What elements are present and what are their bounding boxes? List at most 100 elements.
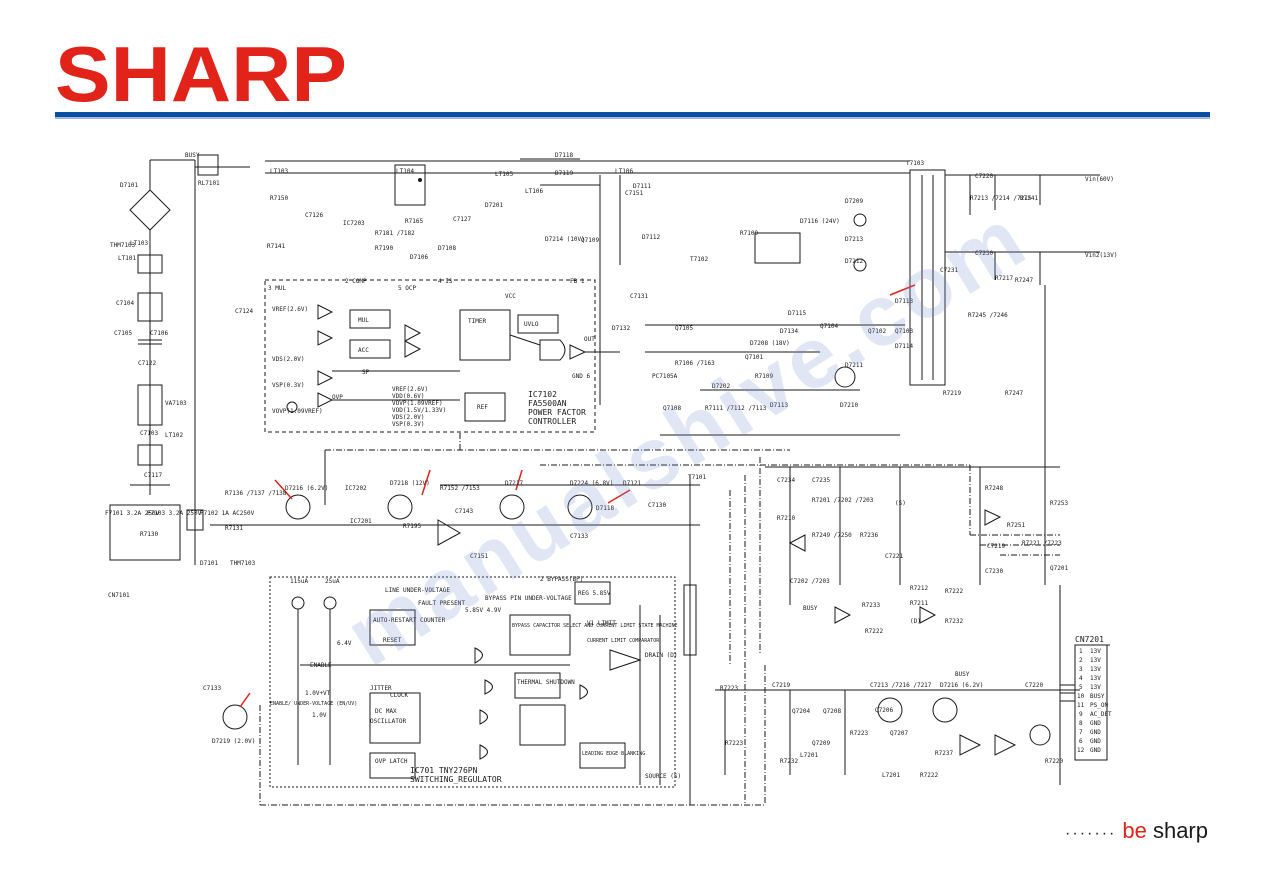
label-r7233: Q7206 xyxy=(875,707,893,714)
q7116-symbol xyxy=(853,213,867,227)
ic7102-ref-4: VOD(1.5V/1.33V) xyxy=(392,407,446,414)
label-r7190: D7116 (24V) xyxy=(800,218,840,225)
ic701-jitter: JITTER xyxy=(370,685,392,692)
label-c7219: R7219 xyxy=(943,390,961,397)
ic7102-mul-block: MUL xyxy=(358,317,369,324)
cn7201-pin-label: 13V xyxy=(1090,648,1101,655)
oscillator-box xyxy=(369,692,421,744)
label-t7102: T7102 xyxy=(690,256,708,263)
ic7102-vref: VREF(2.6V) xyxy=(272,306,308,313)
pc7101b-transistor xyxy=(932,697,958,723)
label-r7136: D7111 xyxy=(633,183,651,190)
label-r7109: R7131 xyxy=(225,525,243,532)
pc7103a-led xyxy=(984,509,1002,526)
red-arrow-pc7104b xyxy=(239,692,251,708)
ic701-clock: CLOCK xyxy=(390,692,408,699)
cn7201-pin-num: 7 xyxy=(1079,729,1083,736)
label-r7237: Q7208 xyxy=(823,708,841,715)
ic7102-acc-block: ACC xyxy=(358,347,369,354)
header-rule-light xyxy=(55,117,1210,119)
label-r7181: D7115 xyxy=(788,310,806,317)
label-q7104: IC7203 xyxy=(343,220,365,227)
label-c7127-b: C7133 xyxy=(203,685,221,692)
ic7102-desc-1: POWER FACTOR xyxy=(528,408,586,417)
ic7102-gnd: GND 6 xyxy=(572,373,590,380)
label-d7119: Q7101 xyxy=(745,354,763,361)
t7102-box xyxy=(754,232,801,264)
or-gate-2 xyxy=(484,679,493,695)
label-c7234: R7237 xyxy=(935,750,953,757)
cn7201-pin-num: 3 xyxy=(1079,666,1083,673)
label-pc7101a: D7216 (6.2V) xyxy=(285,485,328,492)
label-d7209: R7211 xyxy=(910,600,928,607)
label-pc7105b: D7224 (6.8V) xyxy=(570,480,613,487)
label-lt103: LT103 xyxy=(270,168,288,175)
ic7102-ref-6: VSP(0.3V) xyxy=(392,421,425,428)
pc7102a-led xyxy=(788,534,806,552)
label-d7208: R7210 xyxy=(777,515,795,522)
leading-edge-blanking-box xyxy=(579,742,626,769)
label-t7101: T7101 xyxy=(688,474,706,481)
label-r7221: Q7201 xyxy=(1050,565,1068,572)
label-r7213: R7248 xyxy=(985,485,1003,492)
label-d7214: R7222 xyxy=(945,588,963,595)
label-r7101: C7104 xyxy=(116,300,134,307)
label-lt106-b: LT106 xyxy=(615,168,633,175)
red-arrow-pc7102b xyxy=(515,469,523,491)
label-q7116: D7213 xyxy=(845,236,863,243)
label-c7133: C7151 xyxy=(470,553,488,560)
ic701-v1-limit: V1 LIMIT xyxy=(587,620,616,627)
pc7104b-transistor xyxy=(222,704,248,730)
cn7201-pin-label: PS_ON xyxy=(1090,702,1108,709)
ic7102-ref-block: REF xyxy=(477,404,488,411)
label-fuse-f7102: F7102 1A AC250V xyxy=(200,510,255,517)
acc-block xyxy=(349,339,391,359)
label-c7110: C7124 xyxy=(235,308,253,315)
label-d7121: Q7102 xyxy=(868,328,886,335)
label-r7111: R7136 /7137 /7138 xyxy=(225,490,287,497)
r7101-block xyxy=(137,292,163,322)
pc7103a-transistor xyxy=(877,697,903,723)
cn7201-pin-label: GND xyxy=(1090,720,1101,727)
label-d7125: Q7104 xyxy=(820,323,838,330)
sharp-logo: SHARP xyxy=(55,40,347,110)
ic7102-vsp: VSP(0.3V) xyxy=(272,382,305,389)
cn7201-pin-num: 2 xyxy=(1079,657,1083,664)
ic7102-ref-2: VDD(0.6V) xyxy=(392,393,425,400)
label-r7219: R7253 xyxy=(1050,500,1068,507)
current-limit-comparator xyxy=(609,649,642,671)
label-q7112: D7209 xyxy=(845,198,863,205)
label-fuse-f7103: F7103 3.2A 250V xyxy=(147,510,202,517)
label-d7101: D7101 xyxy=(120,182,138,189)
mul-block xyxy=(349,309,391,329)
ic701-name: IC701 TNY276PN xyxy=(410,766,478,775)
label-c7117: C7126 xyxy=(305,212,323,219)
label-q7113: D7210 xyxy=(840,402,858,409)
auto-restart-counter-box xyxy=(369,609,416,646)
label-q7108: D7202 xyxy=(712,383,730,390)
ic7102-vds: VDS(2.0V) xyxy=(272,356,305,363)
cn7201-pin-block xyxy=(1074,644,1108,761)
label-r7212: R7247 xyxy=(1005,390,1023,397)
label-r7119: R7165 xyxy=(405,218,423,225)
label-lt104: LT104 xyxy=(396,168,414,175)
tagline-sharp: sharp xyxy=(1152,818,1208,843)
comparator-3 xyxy=(317,304,334,320)
label-thm7103: THM7103 xyxy=(110,242,136,249)
ic701-25ua: 25uA xyxy=(325,578,340,585)
header-rule xyxy=(55,112,1210,119)
label-r7127: R7195 xyxy=(403,523,421,530)
reg-box xyxy=(574,581,611,605)
comparator-4 xyxy=(317,330,334,346)
ic7102-part: FA5500AN xyxy=(528,399,567,408)
optocoupler-row xyxy=(210,450,700,805)
ic701-reg: REG 5.85V xyxy=(578,590,611,597)
ic7102-pin-vcc: VCC xyxy=(505,293,516,300)
label-r7150: D7113 xyxy=(770,402,788,409)
label-r7217: R7251 xyxy=(1007,522,1025,529)
cn7201-pin-label: 13V xyxy=(1090,684,1101,691)
label-c7220: R7221 /7223 xyxy=(1022,540,1062,547)
ic7102-section xyxy=(264,279,620,433)
output-buffer xyxy=(569,344,587,360)
cn7201-pin-num: 8 xyxy=(1079,720,1083,727)
